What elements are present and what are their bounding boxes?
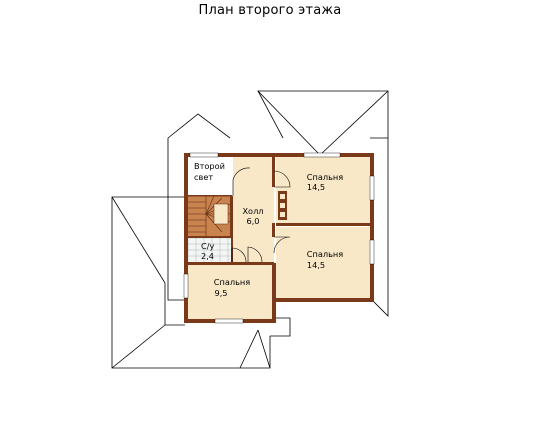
floor-second-light	[188, 157, 232, 195]
label-bedroom-mid-area: 14,5	[307, 260, 325, 270]
floor-bedroom-mid	[276, 227, 370, 298]
roof-outline	[111, 90, 389, 369]
wardrobe	[278, 191, 287, 220]
floor-hall	[233, 157, 274, 263]
label-bedroom-mid: Спальня	[307, 249, 343, 259]
staircase	[188, 195, 232, 236]
floor-bedroom-top	[276, 157, 370, 223]
floor-bedroom-bottom	[188, 265, 273, 319]
roof-top-left	[167, 113, 231, 139]
label-bathroom: С/у	[201, 241, 214, 251]
label-bedroom-top-area: 14,5	[307, 182, 325, 192]
label-second-light: Второй	[194, 161, 225, 171]
label-second-light-2: свет	[194, 172, 213, 182]
windows	[183, 152, 375, 324]
label-bedroom-bottom: Спальня	[214, 277, 250, 287]
plan-title: План второго этажа	[198, 3, 342, 18]
label-bathroom-area: 2,4	[201, 251, 214, 261]
doors	[231, 167, 291, 263]
room-labels: Второй свет Холл 6,0 Спальня 14,5 Спальн…	[194, 161, 343, 298]
label-bedroom-top: Спальня	[307, 172, 343, 182]
label-bedroom-bottom-area: 9,5	[214, 288, 227, 298]
floor-fills	[188, 157, 370, 319]
label-hall-area: 6,0	[246, 216, 259, 226]
label-hall: Холл	[242, 206, 263, 216]
roof-top-right	[257, 90, 389, 139]
